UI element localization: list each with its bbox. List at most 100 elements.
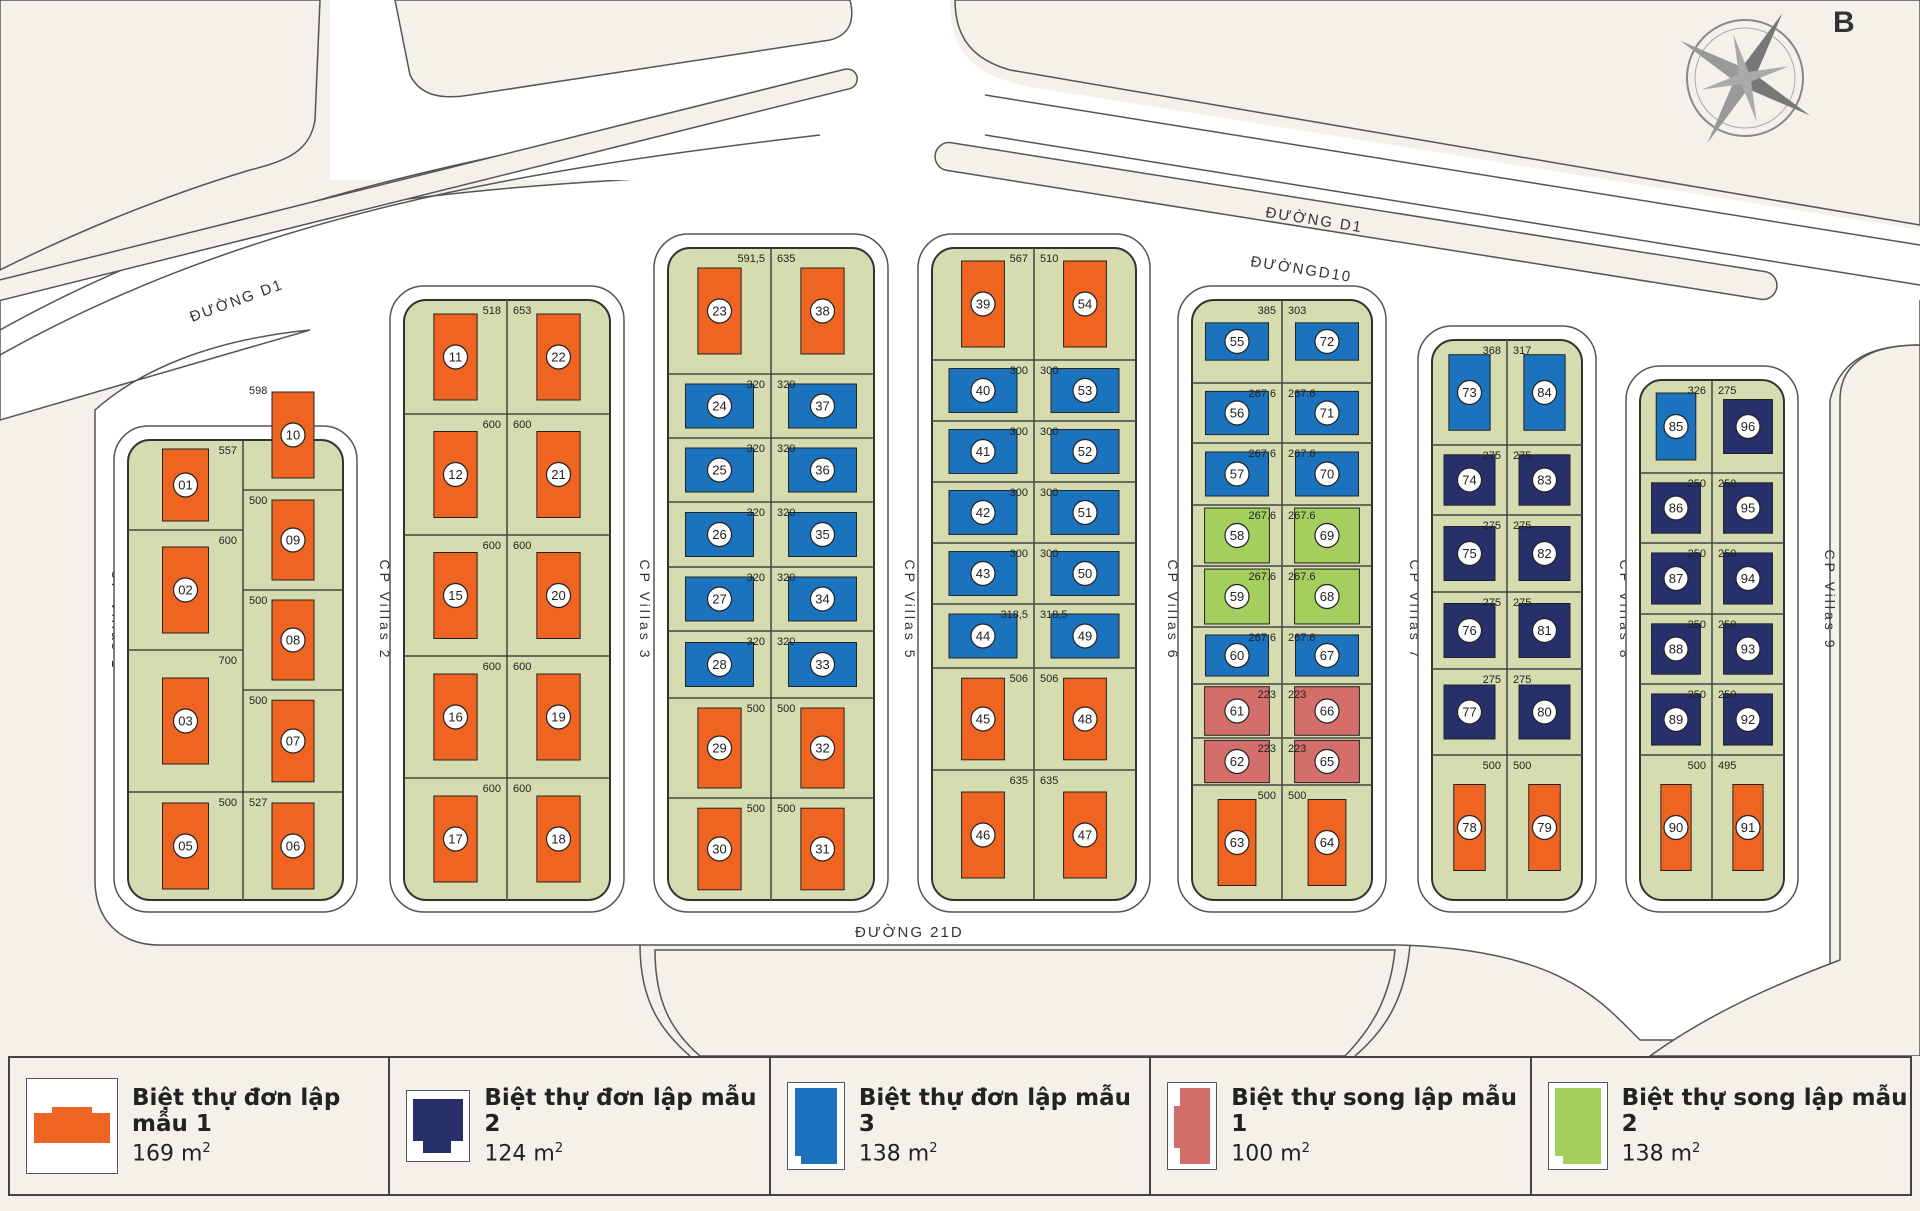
villa-number-badge [1314,748,1340,775]
villa-number-badge [1224,698,1250,724]
road-top-right [940,0,1920,300]
villa-number: 66 [1320,704,1334,719]
lot-area-label: 320 [777,636,795,648]
villa-number-badge [1224,748,1250,775]
villa-number-badge [1456,379,1483,406]
villa-number: 52 [1078,444,1092,459]
lot-area-label: 500 [249,495,267,507]
villa-number-badge [1314,642,1340,669]
lot-area-label: 275 [1483,450,1501,462]
lot-area-label: 320 [777,443,795,455]
villa-number-badge [1072,377,1098,404]
villa-number-badge [1072,623,1098,649]
green-villa-icon [1554,1088,1601,1164]
lot-area-label: 250 [1688,478,1706,490]
villa-number-badge [970,499,996,526]
compass-rose-icon: B [1680,6,1855,143]
lot-area-label: 600 [483,661,501,673]
villa-number-badge [280,422,306,448]
villa-number-badge [280,728,306,754]
villa-number: 03 [178,714,192,729]
legend-title: Biệt thự đơn lập mẫu 3 [858,1085,1131,1138]
villa-number-badge [1531,699,1558,725]
villa-number: 55 [1230,334,1244,349]
villa-number-badge [1224,400,1250,426]
villa-number-badge [1314,522,1340,549]
lot-area-label: 320 [747,443,765,455]
villa-block: CP Villas 101557026000370005500105980950… [109,385,358,913]
lot-area-label: 318,5 [1040,609,1068,621]
villa-number: 35 [815,527,829,542]
villa-number-badge [1735,814,1761,841]
legend-title: Biệt thự đơn lập mẫu 1 [132,1085,341,1138]
villa-blocks: CP Villas 101557026000370005500105980950… [109,233,1838,913]
lot-area-label: 303 [1288,305,1306,317]
lot-area-label: 223 [1258,689,1276,701]
villa-number-badge [280,527,306,553]
lot-area-label: 300 [1040,548,1058,560]
villa-number: 43 [976,566,990,581]
villa-number-badge [1072,291,1098,317]
lot-area-label: 300 [1040,426,1058,438]
island-top-left [394,0,853,98]
lot-area-label: 267.6 [1288,632,1316,644]
lot-area-label: 600 [483,540,501,552]
lot-area-label: 500 [1688,760,1706,772]
lot-area-label: 320 [747,379,765,391]
lot-area-label: 368 [1483,345,1501,357]
lot-area-label: 527 [249,797,267,809]
villa-number-badge [1314,400,1340,426]
villa-number-badge [1663,636,1689,662]
villa-number: 76 [1462,623,1476,638]
lot-area-label: 250 [1688,619,1706,631]
villa-number: 68 [1320,589,1334,604]
villa-number-badge [970,560,996,587]
villa-number-badge [172,833,199,859]
villa-number: 46 [976,828,990,843]
villa-number-badge [1224,328,1250,355]
lot-area-label: 635 [777,253,795,265]
villa-number-badge [809,836,836,862]
villa-number: 51 [1078,505,1092,520]
lot-area-label: 320 [777,572,795,584]
villa-footprint [1443,684,1496,740]
villa-number: 33 [815,657,829,672]
villa-number-badge [809,735,836,761]
villa-number: 29 [712,741,726,756]
villa-block: CP Villas 539567403004130042300433004431… [902,233,1151,913]
villa-number: 80 [1537,705,1551,720]
villa-number: 11 [449,350,463,365]
villa-number: 90 [1669,820,1683,835]
villa-number-badge [809,298,836,324]
villa-number-badge [545,582,572,609]
villa-footprint [948,613,1018,659]
lot-area-label: 223 [1288,743,1306,755]
villa-number-badge [809,586,836,612]
villa-number: 84 [1537,385,1551,400]
lot-area-label: 500 [1513,760,1531,772]
villa-number-badge [1456,467,1483,493]
legend-item: Biệt thự đơn lập mẫu 1 169 m2 [8,1058,391,1194]
villa-number-badge [1072,706,1098,732]
villa-number-badge [970,377,996,404]
lot-area-label: 567 [1010,253,1028,265]
villa-number: 42 [976,505,990,520]
villa-number: 85 [1669,419,1683,434]
villa-number: 67 [1320,648,1334,663]
villa-number-badge [706,651,733,678]
villa-number: 91 [1741,820,1755,835]
villa-number: 15 [448,588,462,603]
villa-number-badge [1224,583,1250,610]
lot-area-label: 267.6 [1248,571,1276,583]
legend-title: Biệt thự đơn lập mẫu 2 [484,1085,757,1138]
legend-item: Biệt thự đơn lập mẫu 2 124 m2 [390,1058,771,1194]
lot-area-label: 600 [513,661,531,673]
lot-area-label: 267.6 [1248,388,1276,400]
lot-area-label: 267.6 [1248,448,1276,460]
villa-number: 59 [1230,589,1244,604]
villa-number: 08 [286,633,300,648]
villa-number-badge [1735,565,1761,592]
lot-area-label: 275 [1513,597,1531,609]
lot-area-label: 275 [1513,674,1531,686]
block-name-label: CP Villas 3 [637,560,653,661]
